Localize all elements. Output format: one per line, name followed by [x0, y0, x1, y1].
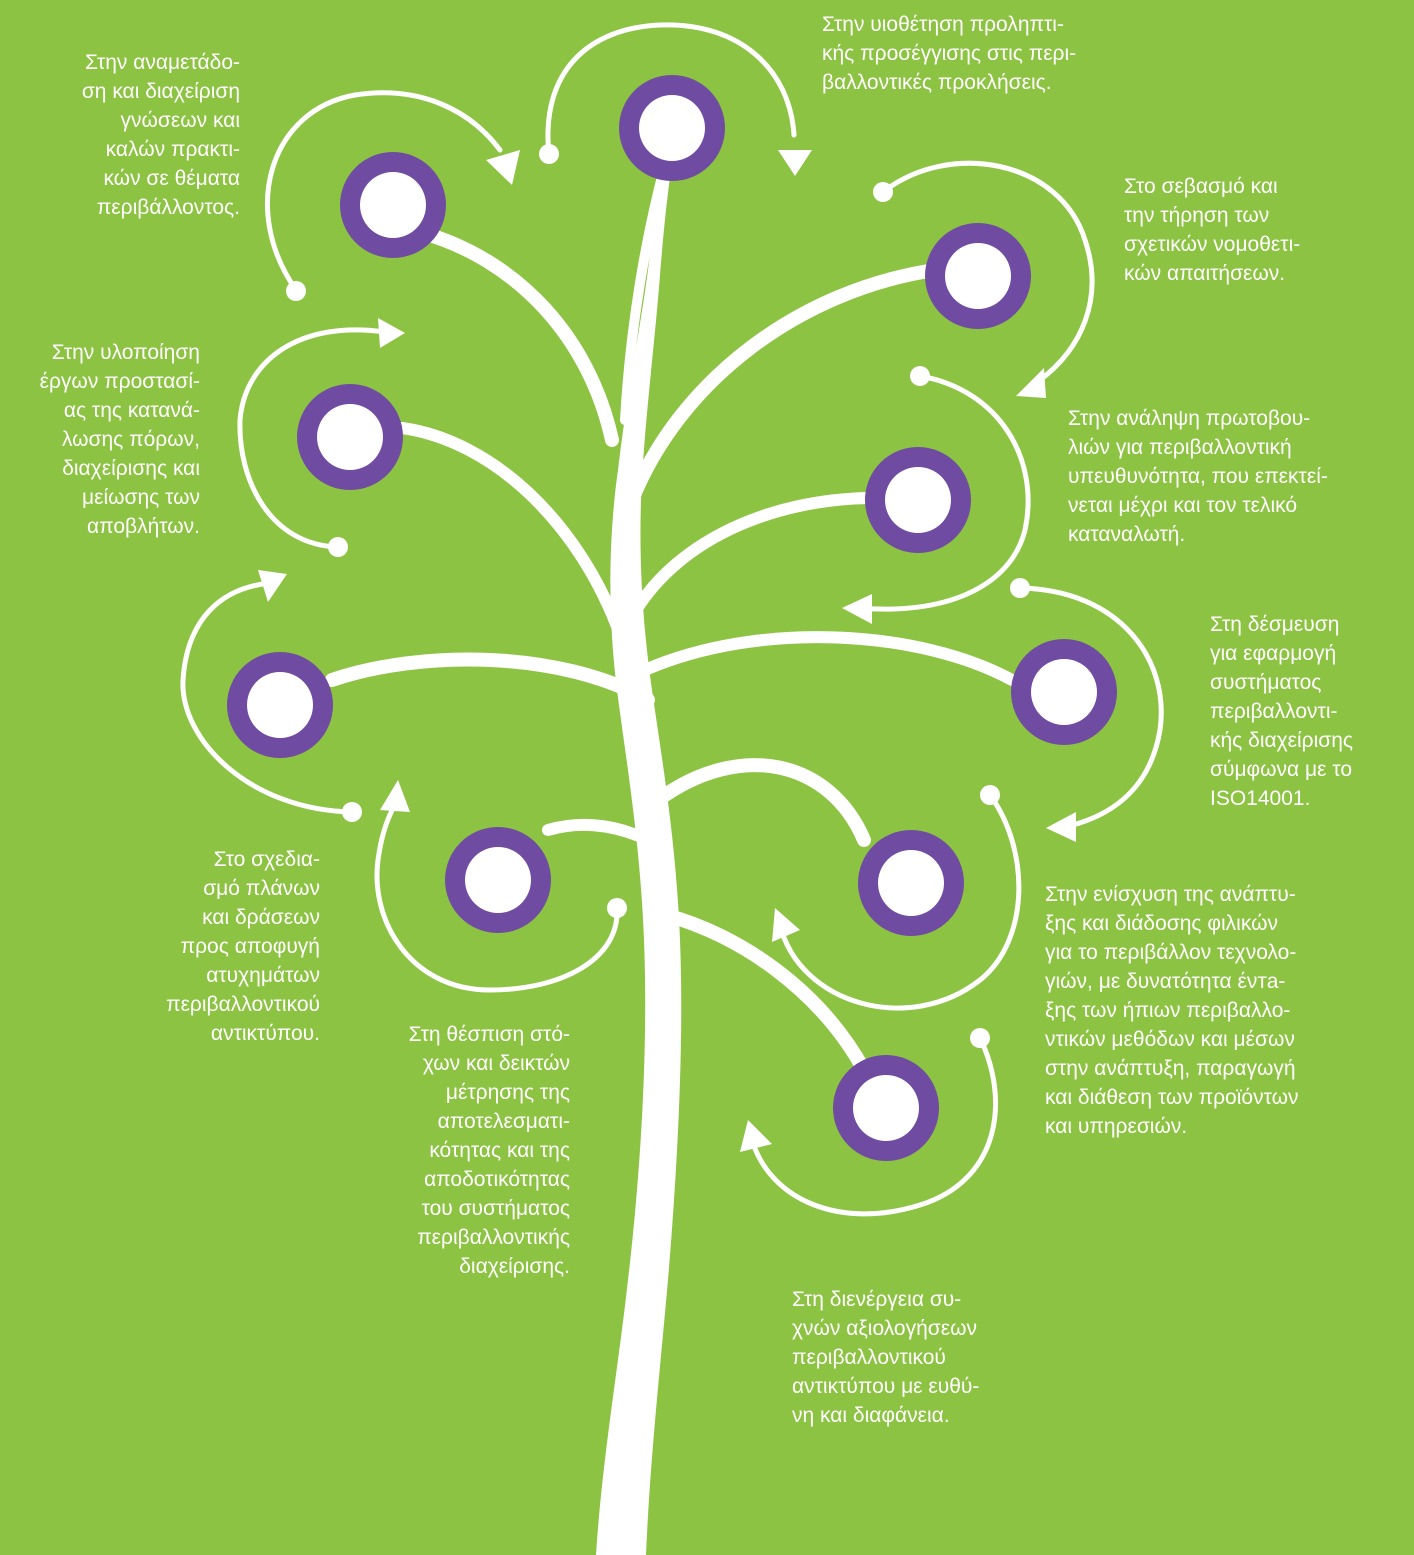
label-responsibility: Στην ανάληψη πρωτοβου- λιών για περιβαλλ… [1068, 407, 1328, 546]
swirl-assessment [749, 1035, 998, 1217]
label-assessment: Στη διενέργεια συ- χνών αξιολογήσεων περ… [792, 1288, 980, 1427]
dot-assessment [970, 1028, 990, 1048]
tree-trunk [596, 162, 682, 1555]
branch-bottom-right [659, 908, 871, 1077]
dot-responsibility [910, 366, 930, 386]
ring-assessment [833, 1055, 939, 1161]
branch-left-long [325, 652, 655, 707]
label-technologies: Στην ενίσχυση της ανάπτυ- ξης και διάδοσ… [1045, 883, 1299, 1138]
label-knowledge: Στην αναμετάδο- ση και διαχείριση γνώσεω… [81, 51, 240, 219]
arrowhead-responsibility [842, 594, 872, 624]
tree-trunk-and-branches [325, 160, 1018, 1555]
arrowhead-accidents [380, 780, 410, 812]
arrowhead-top [778, 150, 812, 176]
label-targets: Στη θέσπιση στό- χων και δεικτών μέτρηση… [408, 1023, 570, 1278]
swirl-left-long [180, 580, 355, 815]
branch-lower-right [651, 758, 871, 847]
branch-mid-right [630, 492, 874, 616]
dot-iso [1010, 578, 1030, 598]
ring-iso [1011, 639, 1117, 745]
ring-technologies [858, 830, 964, 936]
swirl-resources [237, 327, 388, 550]
swirl-legal [880, 160, 1095, 383]
swirl-top [545, 22, 797, 158]
ring-knowledge [340, 152, 446, 258]
arrowhead-resources [378, 318, 405, 348]
purple-rings [227, 75, 1117, 1161]
swirl-iso [1017, 585, 1164, 831]
dot-left-long [342, 802, 362, 822]
branch-upper-left [413, 225, 619, 447]
dot-legal [873, 182, 893, 202]
branch-right-iso [639, 631, 1018, 686]
swirl-start-dots [286, 144, 1030, 1048]
branch-top [620, 160, 670, 425]
dot-resources [328, 537, 348, 557]
arrowhead-assessment [740, 1120, 772, 1152]
swirl-arrows [180, 22, 1164, 1217]
swirl-knowledge [264, 90, 503, 293]
arrowhead-left-long [258, 570, 287, 602]
arrowhead-legal [1016, 368, 1046, 398]
label-iso: Στη δέσμευση για εφαρμογή συστήματος περ… [1210, 613, 1354, 810]
arrowhead-iso [1046, 812, 1076, 842]
label-resources: Στην υλοποίηση έργων προστασί- ας της κα… [39, 341, 200, 538]
branch-mid-left [396, 422, 628, 646]
ring-top [619, 75, 725, 181]
ring-resources [297, 384, 403, 490]
dot-knowledge [286, 281, 306, 301]
branch-upper-right [625, 263, 942, 507]
dot-technologies [980, 785, 1000, 805]
swirl-responsibility [857, 373, 1031, 612]
ring-left-long [227, 652, 333, 758]
label-accidents: Στο σχεδια- σμό πλάνων και δράσεων προς … [166, 848, 320, 1045]
label-legal: Στο σεβασμό και την τήρηση των σχετικών … [1124, 175, 1301, 285]
ring-legal [925, 223, 1031, 329]
dot-top [539, 144, 559, 164]
label-preventive: Στην υιοθέτηση προληπτι- κής προσέγγισης… [822, 13, 1077, 94]
arrowhead-knowledge [486, 150, 520, 185]
dot-accidents [607, 898, 627, 918]
swirl-accidents [374, 797, 620, 993]
arrowhead-technologies [772, 908, 800, 942]
arrowheads [258, 150, 1076, 1152]
swirl-technologies [777, 792, 1022, 1011]
branch-lower-left [542, 818, 654, 846]
ring-responsibility [865, 447, 971, 553]
ring-accidents [445, 827, 551, 933]
